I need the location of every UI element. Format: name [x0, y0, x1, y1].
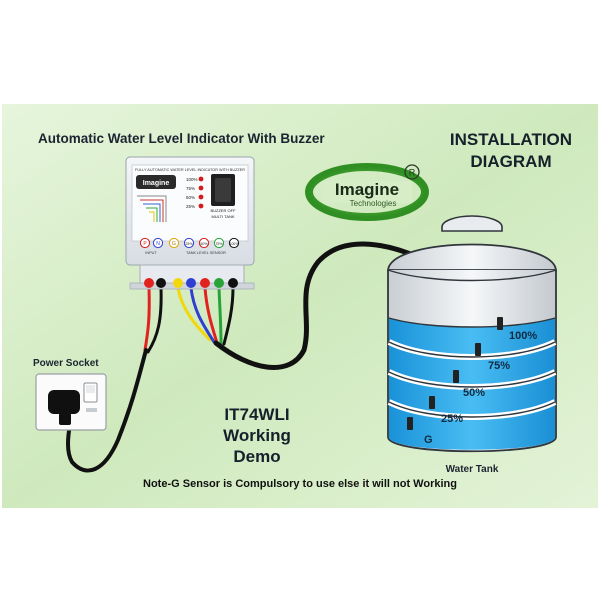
- probe-50: [453, 370, 459, 383]
- tank-shoulder-line: [387, 269, 557, 282]
- demo-model: IT74WLI: [224, 405, 289, 424]
- led-label-25: 25%: [186, 204, 195, 209]
- led-50: [198, 194, 204, 200]
- probe-75: [475, 343, 481, 356]
- registered-mark-icon: [404, 164, 420, 180]
- demo-working: Working: [223, 426, 291, 445]
- power-socket: [35, 373, 107, 431]
- tank-level-50: 50%: [463, 387, 485, 399]
- heading-line-2: DIAGRAM: [470, 152, 551, 171]
- wire-blue: [189, 286, 216, 344]
- power-cable: [66, 348, 148, 473]
- wire-red-sensor: [203, 286, 219, 345]
- water-tank-label: Water Tank: [446, 464, 499, 475]
- buzzer-off-label: BUZZER OFF: [210, 208, 236, 213]
- led-label-100: 100%: [186, 177, 198, 182]
- tank-ground-label: G: [424, 434, 433, 446]
- led-25: [198, 203, 204, 209]
- socket-slot: [86, 408, 97, 412]
- multi-tank-label: MULTI TANK: [211, 214, 234, 219]
- registered-mark: R: [409, 168, 416, 178]
- terminal-100: 100%: [230, 242, 239, 246]
- panel-header: FULLY AUTOMATIC WATER LEVEL INDICATOR WI…: [135, 168, 245, 172]
- diagram-title: Automatic Water Level Indicator With Buz…: [38, 131, 325, 146]
- probe-100: [497, 317, 503, 330]
- imagine-logo: Imagine Technologies R: [305, 163, 429, 221]
- terminal-50: 50%: [200, 242, 208, 246]
- terminal-g: G: [172, 241, 176, 247]
- tank-level-25: 25%: [441, 413, 463, 425]
- probe-ground: [407, 417, 413, 430]
- plug-grip: [59, 413, 71, 425]
- sensor-label: TANK LEVEL SENSOR: [186, 251, 226, 255]
- terminal-25: 25%: [185, 242, 193, 246]
- tank-lid: [441, 215, 503, 232]
- sensor-bundle-cable: [213, 241, 431, 370]
- probe-25: [429, 396, 435, 409]
- logo-text-plate: [322, 181, 412, 203]
- sensor-probes: [407, 317, 503, 430]
- wire-phase-red: [143, 286, 151, 352]
- terminal-p: P: [143, 241, 147, 247]
- buzzer-switch-rocker: [215, 178, 231, 202]
- tank-level-100: 100%: [509, 330, 537, 342]
- tank-rib-1-line: [388, 341, 556, 358]
- note-text: Note-G Sensor is Compulsory to use else …: [143, 478, 457, 490]
- wire-green: [217, 286, 223, 345]
- power-socket-label: Power Socket: [33, 358, 99, 369]
- logo-swoosh: [305, 163, 429, 221]
- tank-rib-2-line: [388, 371, 556, 388]
- led-label-75: 75%: [186, 186, 195, 191]
- tank-rib-3-line: [388, 401, 556, 418]
- led-100: [198, 176, 204, 182]
- water-surface-line: [388, 317, 556, 328]
- logo-name: Imagine: [335, 180, 399, 199]
- panel-schematic: [137, 195, 167, 222]
- plug-head: [48, 390, 80, 414]
- wire-yellow: [176, 286, 212, 342]
- terminal-75: 75%: [215, 242, 223, 246]
- controller-panel: FULLY AUTOMATIC WATER LEVEL INDICATOR WI…: [125, 156, 255, 290]
- input-label: INPUT: [145, 251, 157, 255]
- panel-brand-plate: [136, 175, 176, 189]
- wire-black-sensor: [222, 286, 235, 346]
- led-75: [198, 185, 204, 191]
- demo-demo: Demo: [233, 447, 280, 466]
- socket-switch-rocker: [86, 385, 95, 393]
- heading-line-1: INSTALLATION: [450, 130, 572, 149]
- terminal-screws: [144, 278, 238, 288]
- wire-neutral-black: [146, 286, 163, 354]
- panel-brand: Imagine: [143, 180, 170, 187]
- led-label-50: 50%: [186, 195, 195, 200]
- tank-dome: [386, 243, 558, 271]
- logo-subtitle: Technologies: [350, 199, 397, 208]
- tank-level-75: 75%: [488, 360, 510, 372]
- terminal-labels: P N G 25% 50% 75% 100% INPUT TANK LEVEL …: [139, 237, 240, 255]
- terminal-n: N: [156, 241, 160, 247]
